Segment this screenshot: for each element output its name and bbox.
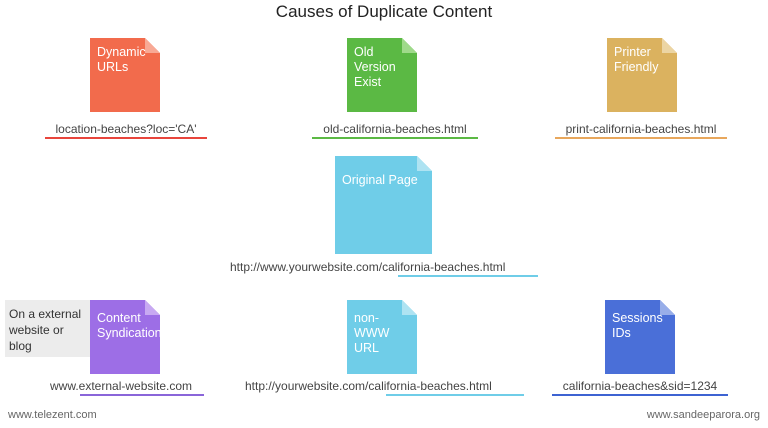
content-syndication-underline (80, 394, 204, 396)
sessions-ids-underline (552, 394, 728, 396)
footer-left-credit: www.telezent.com (8, 409, 97, 421)
original-page-underline (398, 275, 538, 277)
dynamic-urls-underline (45, 137, 207, 139)
non-www-url-document-icon: non-WWW URL (347, 300, 417, 374)
original-page-caption-path: california-beaches.html (382, 260, 506, 274)
sessions-ids-document-icon: Sessions IDs (605, 300, 675, 374)
old-version-label: Old Version Exist (354, 45, 396, 89)
dynamic-urls-label: Dynamic URLs (97, 45, 146, 74)
content-syndication-label: Content Syndication (97, 311, 162, 340)
old-version-document-icon: Old Version Exist (347, 38, 417, 112)
printer-friendly-document-icon: Printer Friendly (607, 38, 677, 112)
content-syndication-caption: www.external-website.com (50, 379, 210, 393)
old-version-underline (312, 137, 478, 139)
dynamic-urls-document-icon: Dynamic URLs (90, 38, 160, 112)
content-syndication-document-icon: Content Syndication (90, 300, 160, 374)
external-website-note: On a external website or blog (5, 300, 90, 357)
printer-friendly-caption: print-california-beaches.html (565, 122, 717, 136)
sessions-ids-label: Sessions IDs (612, 311, 663, 340)
diagram-title: Causes of Duplicate Content (275, 2, 493, 21)
original-page-caption: http://www.yourwebsite.com/california-be… (230, 260, 540, 274)
original-page-document-icon: Original Page (335, 156, 432, 254)
printer-friendly-label: Printer Friendly (614, 45, 659, 74)
dynamic-urls-caption: location-beaches?loc='CA' (55, 122, 197, 136)
non-www-url-caption-domain: http://yourwebsite.com/ (245, 379, 369, 393)
old-version-caption: old-california-beaches.html (323, 122, 467, 136)
non-www-url-caption: http://yourwebsite.com/california-beache… (245, 379, 530, 393)
sessions-ids-caption: california-beaches&sid=1234 (562, 379, 718, 393)
non-www-url-underline (386, 394, 524, 396)
original-page-label: Original Page (342, 173, 418, 187)
original-page-caption-domain: http://www.yourwebsite.com/ (230, 260, 383, 274)
non-www-url-label: non-WWW URL (354, 311, 390, 355)
content-syndication-caption-prefix: www. (50, 379, 79, 393)
footer-right-credit: www.sandeeparora.org (646, 409, 760, 421)
printer-friendly-underline (555, 137, 727, 139)
content-syndication-caption-domain: external-website.com (78, 379, 193, 393)
non-www-url-caption-path: california-beaches.html (368, 379, 492, 393)
